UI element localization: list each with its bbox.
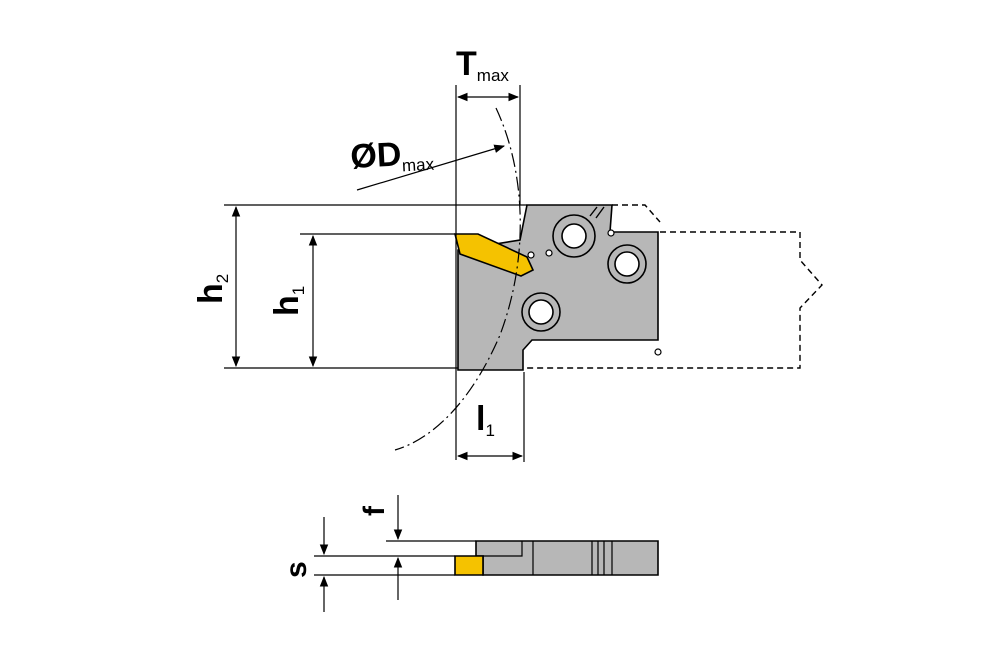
l1-label: l1	[476, 400, 495, 440]
s-label: s	[280, 561, 313, 578]
shank-outline	[527, 204, 823, 369]
top-view-insert	[454, 555, 484, 576]
relief-hole	[527, 251, 535, 259]
f-label: f	[358, 505, 391, 516]
screw-hole-top	[552, 214, 596, 258]
relief-hole	[654, 348, 662, 356]
dmax-label: ØDmax	[349, 134, 435, 178]
top-view-body	[475, 540, 659, 576]
dmax-leader	[356, 144, 506, 191]
clamp-slot	[589, 206, 605, 219]
relief-hole	[607, 229, 615, 237]
h1-label: h1	[268, 286, 308, 316]
h2-label: h2	[192, 274, 232, 304]
screw-hole-bottom	[521, 292, 561, 332]
tmax-label: Tmax	[456, 45, 509, 85]
top-view-steps	[483, 541, 613, 575]
screw-hole-right	[607, 244, 647, 284]
relief-hole	[545, 249, 553, 257]
cutting-insert	[453, 233, 535, 277]
max-diameter-arc	[394, 107, 521, 451]
